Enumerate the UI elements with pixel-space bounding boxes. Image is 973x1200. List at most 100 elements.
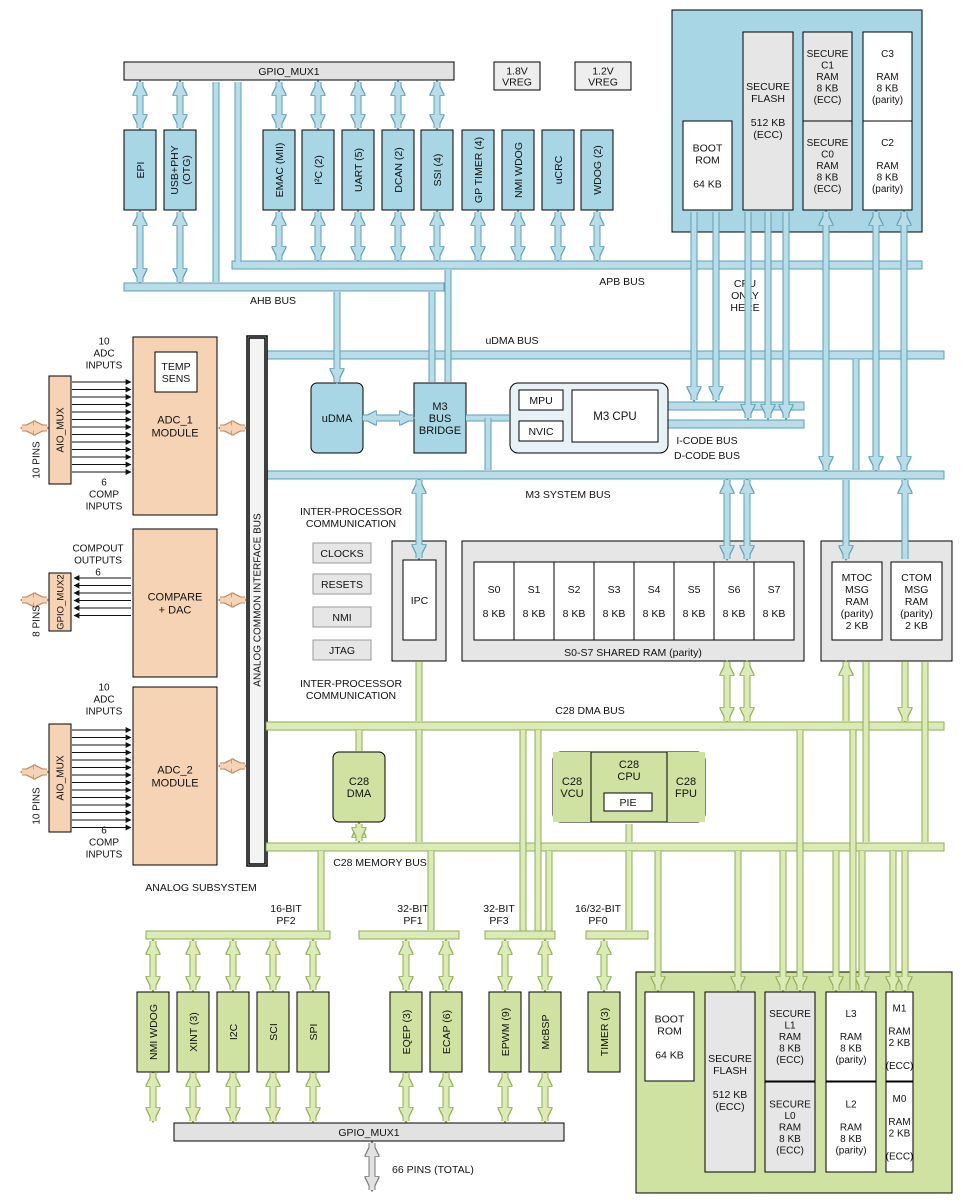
m3-udma-label: uDMA — [322, 413, 353, 425]
m3-cpu-label: M3 CPU — [593, 411, 636, 423]
resets-box — [312, 573, 372, 595]
pins-total-label: 66 PINS (TOTAL) — [392, 1164, 474, 1176]
c28-boot-rom — [644, 991, 695, 1082]
dcode-bus-label: D-CODE BUS — [674, 450, 740, 462]
pf1-bar — [358, 930, 460, 940]
clocks-box — [312, 542, 372, 564]
m3-c3-ram — [862, 31, 913, 122]
c28-i2c — [216, 991, 250, 1073]
m3-nvic — [518, 420, 564, 442]
m3-gptimer-label: GP TIMER (4) — [473, 137, 485, 203]
icode-bus-label: I-CODE BUS — [676, 435, 737, 447]
c28-eqep-label: EQEP (3) — [401, 1010, 413, 1055]
analog-common-interface-bus-inner — [248, 337, 266, 865]
top-gpio-mux-bar-label: GPIO_MUX1 — [258, 66, 319, 78]
compare-dac-label: COMPARE+ DAC — [148, 591, 203, 616]
aio-mux-2-label: AIO_MUX — [56, 755, 67, 800]
c28-m0-ram — [885, 1081, 914, 1173]
shared-ram-s3 — [593, 561, 635, 641]
m3-uart-label: UART (5) — [353, 148, 365, 192]
m3-usb-label: USB+PHY(OTG) — [169, 145, 193, 194]
c28-memory-bus — [265, 842, 945, 852]
c28-xint-label: XINT (3) — [188, 1012, 200, 1051]
ahb-bus-label: AHB BUS — [250, 295, 296, 307]
c28-dma-bus-label: C28 DMA BUS — [555, 705, 624, 717]
ipc-box-label: IPC — [411, 595, 429, 607]
m3-dcan — [381, 129, 415, 211]
m3-c2-ram — [862, 120, 913, 211]
c28-i2c-label: I2C — [228, 1023, 240, 1040]
udma-bus-label: uDMA BUS — [485, 335, 538, 347]
analog-subsystem-label: ANALOG SUBSYSTEM — [145, 882, 256, 894]
c28-pie-label: PIE — [620, 797, 637, 809]
m3-gptimer — [461, 129, 495, 211]
c28-dma — [332, 751, 386, 823]
c28-l0-ram — [764, 1081, 816, 1173]
pins-8-label: 8 PINS — [32, 605, 43, 637]
gpio-mux2 — [48, 572, 72, 632]
temp-sens — [154, 351, 198, 393]
shared-ram-caption: S0-S7 SHARED RAM (parity) — [564, 647, 702, 659]
pf3-bar — [484, 930, 556, 940]
m3-system-bus-label: M3 SYSTEM BUS — [525, 489, 610, 501]
m3-i2c-label: I²C (2) — [313, 155, 325, 185]
m3-nvic-label: NVIC — [528, 426, 554, 438]
bottom-gpio-mux-bar-label: GPIO_MUX1 — [338, 1127, 399, 1139]
jtag-box — [312, 639, 372, 661]
m3-ssi — [420, 129, 454, 211]
compare-dac — [132, 528, 218, 678]
c28-m1-ram — [885, 991, 914, 1082]
ctom-msg-ram — [890, 561, 943, 641]
shared-ram-s6 — [713, 561, 755, 641]
m3-mpu — [518, 389, 564, 411]
c28-mcbsp-label: McBSP — [540, 1014, 552, 1049]
pins-10-label-2: 10 PINS — [32, 787, 43, 825]
shared-ram-s1 — [513, 561, 555, 641]
m3-ssi-label: SSI (4) — [432, 154, 444, 187]
c28-epwm — [488, 991, 522, 1073]
nmi-box-label: NMI — [332, 612, 351, 624]
clocks-box-label: CLOCKS — [320, 548, 363, 560]
shared-ram-s2 — [553, 561, 595, 641]
resets-box-label: RESETS — [321, 579, 363, 591]
c28-ecap-label: ECAP (6) — [441, 1010, 453, 1054]
m3-emac — [262, 129, 296, 211]
m3-c0-ram — [802, 120, 853, 211]
shared-ram-s0 — [473, 561, 515, 641]
m3-usb — [163, 129, 197, 211]
c28-xint — [176, 991, 210, 1073]
bottom-gpio-mux-bar — [173, 1122, 565, 1142]
apb-bus-label: APB BUS — [599, 276, 645, 288]
ahb-bus — [123, 282, 445, 292]
m3-cpu — [571, 389, 659, 443]
m3-c1-ram — [802, 31, 853, 122]
m3-dcan-label: DCAN (2) — [393, 147, 405, 193]
